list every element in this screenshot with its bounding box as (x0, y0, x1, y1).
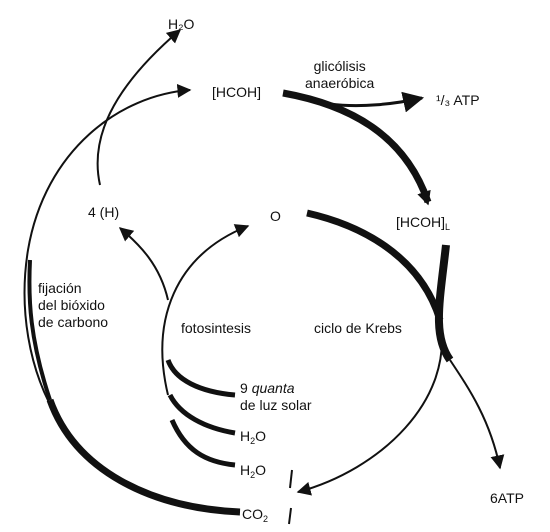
water-low-label: H2O (240, 462, 266, 480)
fixation-line2: del bióxido (38, 297, 105, 313)
hydrogen-to-water-arrow (96, 29, 182, 186)
water-low-tail: O (255, 462, 267, 478)
water-mid-sub: 2 (250, 436, 256, 446)
oxygen-label: O (270, 208, 281, 224)
fixation-line3: de carbono (38, 314, 109, 330)
hcoh-label: [HCOH] (212, 84, 261, 100)
fixation-arc-mid (27, 259, 52, 401)
fixation-arc-thick (46, 398, 241, 516)
water-mid-tail: O (255, 428, 267, 444)
six-atp-label: 6ATP (490, 490, 524, 506)
photosynthesis-hydrogen-branch (118, 227, 169, 301)
co2-sub: 2 (263, 514, 269, 524)
quanta-line2: de luz solar (240, 397, 312, 413)
quanta-number: 9 (240, 380, 248, 396)
quanta-word: quanta (251, 380, 295, 396)
co2-label: CO2 (242, 506, 268, 524)
water-tick (289, 469, 293, 489)
water-mid-label: H2O (240, 428, 266, 446)
krebs-label: ciclo de Krebs (314, 320, 402, 336)
krebs-arc-bottom (296, 319, 443, 496)
hcoh-l-sub: L (445, 222, 451, 232)
hcoh-l-base: [HCOH] (396, 214, 445, 230)
glycolysis-label: glicólisis anaeróbica (305, 58, 374, 92)
water-low-base: H (240, 462, 251, 478)
glycolysis-arc (282, 89, 432, 204)
water-input-1 (167, 393, 236, 436)
glycolysis-line1: glicólisis (313, 58, 366, 74)
glycolysis-line2: anaeróbica (305, 75, 375, 91)
glycolysis-arrowhead-to-hcohl (417, 179, 431, 206)
quanta-input (165, 359, 236, 398)
third-atp-label: ¹/₃ ATP (436, 92, 480, 108)
quanta-label: 9 quanta de luz solar (240, 380, 312, 414)
four-hydrogen-label: 4 (H) (88, 204, 120, 220)
fixation-label: fijación del bióxido de carbono (38, 280, 108, 331)
co2-base: CO (242, 506, 263, 522)
photosynthesis-arc (161, 224, 250, 396)
water-top-label: H₂O (168, 16, 195, 32)
quanta-line1: 9 quanta (240, 380, 312, 397)
glycolysis-atp-branch (329, 91, 425, 113)
hcoh-l-label: [HCOH]L (396, 214, 450, 232)
water-input-2 (169, 418, 236, 468)
co2-tick (288, 507, 292, 525)
fixation-line1: fijación (38, 280, 82, 296)
krebs-arc-top (306, 209, 444, 322)
water-mid-base: H (240, 428, 251, 444)
atp-output-arrow (449, 359, 505, 470)
water-low-sub: 2 (250, 470, 256, 480)
hcohl-to-atp-band (435, 244, 454, 363)
photosynthesis-label: fotosintesis (181, 320, 252, 336)
